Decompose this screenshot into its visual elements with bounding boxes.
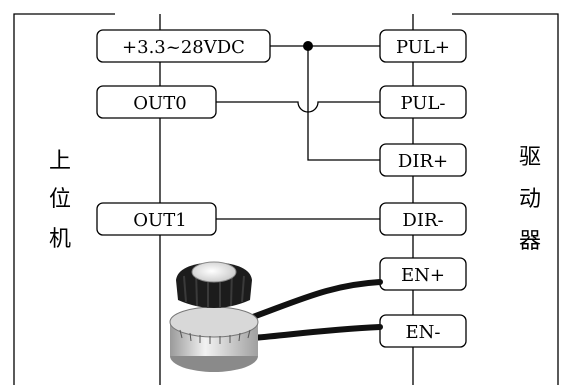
terminal-en-plus-label: EN+ xyxy=(401,265,445,286)
terminal-dir-minus: DIR- xyxy=(379,202,467,236)
terminal-en-minus-label: EN- xyxy=(406,322,441,343)
terminal-out1-label: OUT1 xyxy=(133,210,186,231)
terminal-pul-minus: PUL- xyxy=(379,85,467,119)
driver-outline xyxy=(452,13,559,385)
driver-title: 驱 动 器 xyxy=(519,145,541,254)
controller-title: 上 位 机 xyxy=(49,149,71,252)
terminal-vcc-label: +3.3~28VDC xyxy=(122,37,245,58)
controller-title-char: 上 xyxy=(49,149,71,174)
cable-en-plus xyxy=(247,279,383,321)
wire-out0-pul-minus xyxy=(216,101,380,113)
terminal-out1: OUT1 xyxy=(96,202,217,236)
terminal-pul-minus-label: PUL- xyxy=(401,93,446,114)
terminal-dir-plus: DIR+ xyxy=(379,143,467,177)
terminal-vcc: +3.3~28VDC xyxy=(96,29,271,63)
potentiometer-knob-icon xyxy=(169,261,383,372)
terminal-en-plus: EN+ xyxy=(379,257,467,291)
terminal-en-minus: EN- xyxy=(379,314,467,348)
driver-title-char: 驱 xyxy=(519,145,541,170)
terminal-out0-label: OUT0 xyxy=(133,93,186,114)
terminal-pul-plus: PUL+ xyxy=(379,29,467,63)
controller-title-char: 位 xyxy=(49,187,71,212)
cable-en-minus xyxy=(249,324,383,341)
controller-outline xyxy=(13,13,115,385)
terminal-dir-minus-label: DIR- xyxy=(402,210,443,231)
driver-title-char: 器 xyxy=(519,229,541,254)
terminal-pul-plus-label: PUL+ xyxy=(396,37,450,58)
driver-title-char: 动 xyxy=(519,187,541,212)
wire-vcc-dir-plus xyxy=(307,46,380,161)
terminal-dir-plus-label: DIR+ xyxy=(398,151,448,172)
terminal-out0: OUT0 xyxy=(96,85,217,119)
controller-title-char: 机 xyxy=(49,227,71,252)
